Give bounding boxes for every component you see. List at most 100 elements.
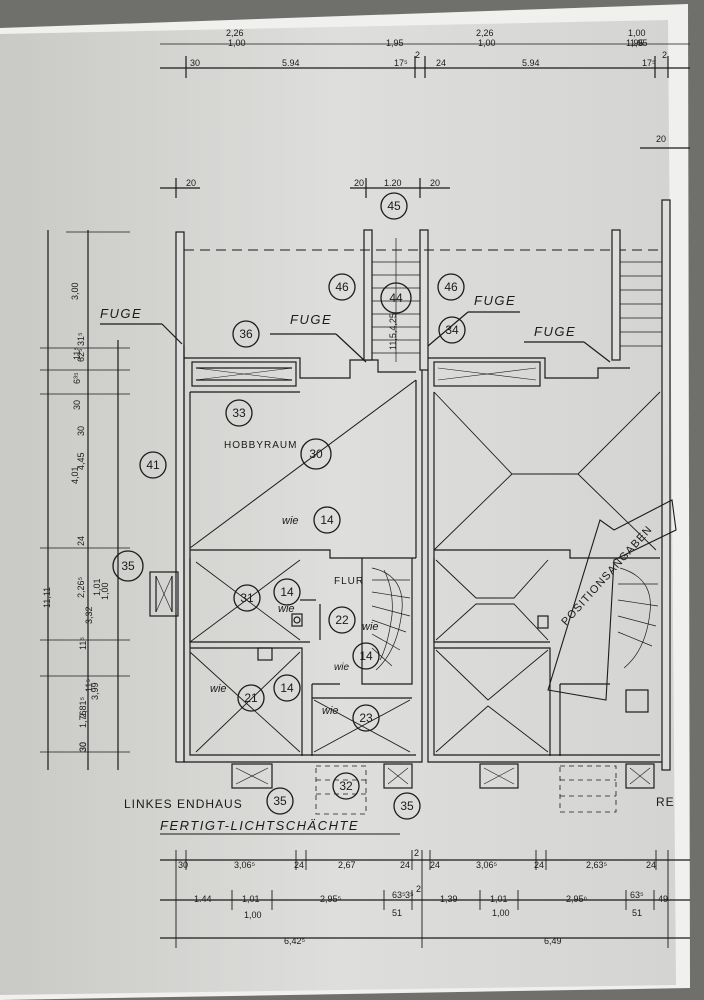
marker-number: 41 bbox=[146, 458, 160, 472]
right-edge-label: RE bbox=[656, 795, 675, 809]
marker-number: 45 bbox=[387, 199, 401, 213]
wie-label-4: wie bbox=[334, 662, 349, 673]
dimension-label: 2 bbox=[414, 848, 419, 858]
marker-circle bbox=[352, 704, 380, 732]
dimension-label: 1,95 bbox=[386, 38, 404, 48]
fuge-label-1: FUGE bbox=[100, 306, 142, 321]
dimension-label: 4,01 bbox=[70, 466, 80, 484]
marker-circle bbox=[328, 606, 356, 634]
marker-circle bbox=[266, 787, 294, 815]
marker-circle bbox=[328, 273, 356, 301]
fuge-label-4: FUGE bbox=[534, 324, 576, 339]
marker-circle bbox=[380, 282, 412, 314]
marker-circle bbox=[380, 192, 408, 220]
marker-number: 46 bbox=[444, 280, 458, 294]
dimension-label: 1.44 bbox=[194, 894, 212, 904]
dimension-label: 11⁵ bbox=[84, 679, 94, 692]
dimension-label: 1.20 bbox=[384, 178, 402, 188]
fuge-label-3: FUGE bbox=[474, 293, 516, 308]
dimension-label: 11,5,4,25 bbox=[388, 313, 398, 350]
plan-linework bbox=[40, 43, 690, 948]
marker-circle bbox=[225, 399, 253, 427]
dimension-label: 2,63⁵ bbox=[586, 860, 608, 870]
dimension-label: 1,95 bbox=[630, 38, 648, 48]
hobbyraum-label: HOBBYRAUM bbox=[224, 440, 297, 451]
wie-label-2: wie bbox=[278, 603, 295, 615]
marker-number: 14 bbox=[280, 681, 294, 695]
marker-circle bbox=[437, 273, 465, 301]
dimension-label: 63⁵ bbox=[392, 890, 406, 900]
wie-label-3: wie bbox=[362, 621, 379, 633]
dimension-label: 30 bbox=[76, 426, 86, 436]
dimension-label: 3,32 bbox=[84, 606, 94, 624]
fuge-label-2: FUGE bbox=[290, 312, 332, 327]
dimension-label: 49 bbox=[658, 894, 668, 904]
dimension-label: 2 bbox=[416, 884, 421, 894]
dimension-label: 24 bbox=[76, 536, 86, 546]
marker-number: 30 bbox=[309, 447, 323, 461]
dimension-label: 11⁵ bbox=[72, 347, 82, 360]
dimension-label: 51 bbox=[632, 908, 642, 918]
marker-number: 44 bbox=[389, 291, 403, 305]
marker-circle bbox=[438, 316, 466, 344]
dimension-label: 5.94 bbox=[522, 58, 540, 68]
dimension-label: 1,00 bbox=[100, 582, 110, 600]
dimension-label: 1,00 bbox=[478, 38, 496, 48]
marker-circle bbox=[300, 438, 332, 470]
dimension-label: 6³⁵ bbox=[72, 372, 82, 384]
marker-number: 14 bbox=[280, 585, 294, 599]
marker-number: 34 bbox=[445, 323, 459, 337]
dimension-label: 63⁵ bbox=[630, 890, 644, 900]
dimension-label: 1,00 bbox=[244, 910, 262, 920]
marker-circle bbox=[233, 584, 261, 612]
dimension-label: 3,06⁵ bbox=[234, 860, 256, 870]
dimension-label: 4,45 bbox=[76, 452, 86, 470]
marker-circle bbox=[352, 642, 380, 670]
marker-number: 14 bbox=[320, 513, 334, 527]
dimension-label: 30 bbox=[72, 400, 82, 410]
linkes-endhaus-label: LINKES ENDHAUS bbox=[124, 797, 243, 811]
marker-circle bbox=[112, 550, 144, 582]
dimension-label: 3,00 bbox=[70, 282, 80, 300]
dimension-label: 6,42⁵ bbox=[284, 936, 306, 946]
marker-circle bbox=[273, 674, 301, 702]
flur-label: FLUR bbox=[334, 576, 364, 587]
dimension-label: 24 bbox=[430, 860, 440, 870]
marker-number: 35 bbox=[400, 799, 414, 813]
dimension-label: 2,95⁶ bbox=[566, 894, 588, 904]
dimension-label: 1,95 bbox=[626, 38, 644, 48]
dimension-label: 2,67 bbox=[338, 860, 356, 870]
dimension-label: 1,01 bbox=[92, 578, 102, 596]
marker-number: 35 bbox=[273, 794, 287, 808]
marker-number: 14 bbox=[359, 649, 373, 663]
dimension-label: 20 bbox=[354, 178, 364, 188]
marker-number: 36 bbox=[239, 327, 253, 341]
dimension-label: 20 bbox=[656, 134, 666, 144]
dimension-label: 2 bbox=[415, 50, 420, 60]
dimension-label: 30 bbox=[78, 742, 88, 752]
dimension-label: 2,26 bbox=[476, 28, 494, 38]
dimension-label: 30 bbox=[78, 742, 88, 752]
marker-circle bbox=[232, 320, 260, 348]
wie-label-6: wie bbox=[322, 705, 339, 717]
dimension-label: 2 bbox=[662, 50, 667, 60]
dimension-label: 1,00 bbox=[492, 908, 510, 918]
dimension-label: 20 bbox=[430, 178, 440, 188]
marker-number: 23 bbox=[359, 711, 373, 725]
dimension-label: 5.94 bbox=[282, 58, 300, 68]
marker-circle bbox=[273, 578, 301, 606]
dimension-label: 30 bbox=[178, 860, 188, 870]
dimension-label: 1,00 bbox=[228, 38, 246, 48]
dimension-label: 3,99 bbox=[90, 682, 100, 700]
dimension-label: 1,01 bbox=[490, 894, 508, 904]
dimension-label: 2,81⁵ bbox=[78, 696, 88, 718]
lichtschaechte-label: FERTIGT-LICHTSCHÄCHTE bbox=[160, 818, 359, 833]
marker-number: 33 bbox=[232, 406, 246, 420]
dimension-label: 1,39 bbox=[440, 894, 458, 904]
marker-number: 22 bbox=[335, 613, 349, 627]
wie-label-1: wie bbox=[282, 515, 299, 527]
marker-number: 32 bbox=[339, 779, 353, 793]
